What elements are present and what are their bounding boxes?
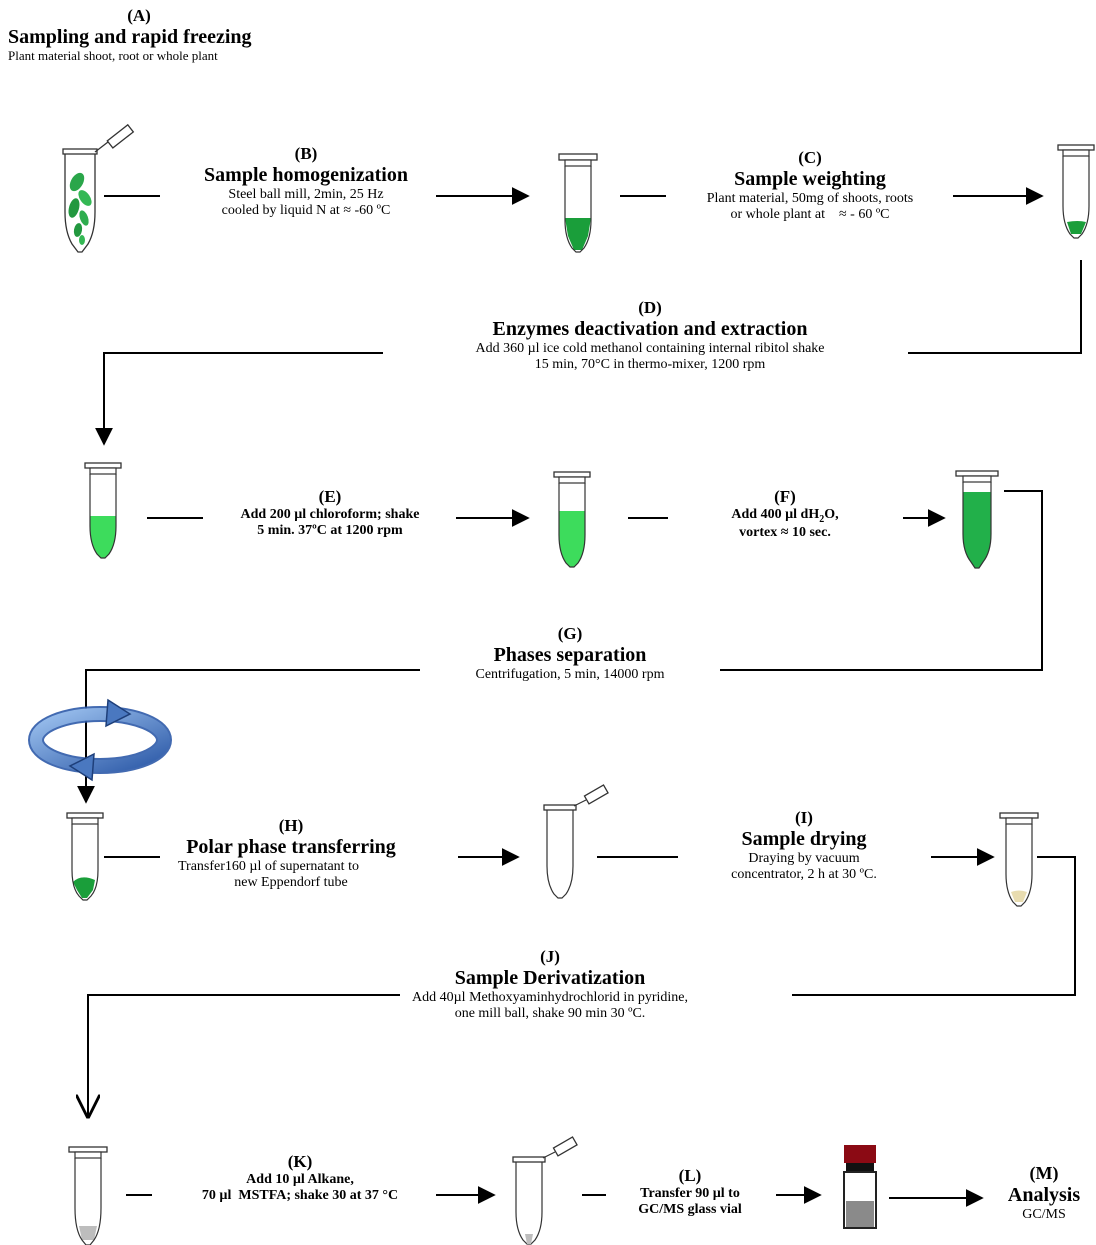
step-b: (B) Sample homogenization Steel ball mil…	[160, 144, 452, 219]
step-k-desc-1: Add 10 µl Alkane,	[246, 1171, 354, 1187]
flow-arrow	[95, 352, 383, 446]
step-d: (D) Enzymes deactivation and extraction …	[400, 298, 900, 373]
step-d-desc-2: 15 min, 70°C in thermo-mixer, 1200 rpm	[534, 356, 766, 372]
step-k-letter: (K)	[287, 1152, 313, 1171]
step-h-letter: (H)	[278, 816, 304, 835]
step-d-title: Enzymes deactivation and extraction	[492, 317, 808, 340]
gcms-vial-icon	[843, 1145, 877, 1229]
step-e-letter: (E)	[318, 487, 342, 506]
step-j-title: Sample Derivatization	[454, 966, 646, 989]
step-f-desc-1: Add 400 µl dH2O,	[731, 506, 839, 525]
step-b-title: Sample homogenization	[204, 163, 408, 186]
step-m-letter: (M)	[1029, 1163, 1059, 1183]
step-i-desc-2: concentrator, 2 h at 30 ºC.	[731, 866, 877, 882]
step-l-desc-1: Transfer 90 µl to	[640, 1185, 740, 1201]
step-d-letter: (D)	[638, 298, 662, 317]
step-i-letter: (I)	[795, 808, 813, 827]
tube-homogenized-icon	[558, 153, 598, 253]
step-i-title: Sample drying	[741, 827, 867, 850]
step-k: (K) Add 10 µl Alkane, 70 µl MSTFA; shake…	[160, 1152, 440, 1204]
step-j-desc-2: one mill ball, shake 90 min 30 ºC.	[454, 1005, 646, 1021]
step-a-letter: (A)	[127, 6, 151, 25]
connector-line	[908, 260, 1082, 354]
step-h-title: Polar phase transferring	[186, 835, 396, 858]
step-h-desc-1: Transfer160 µl of supernatant to	[178, 858, 359, 874]
step-c-title: Sample weighting	[734, 167, 886, 190]
tube-transfer-icon	[512, 1136, 578, 1245]
tube-dried-icon	[999, 812, 1039, 907]
step-k-desc-2: 70 µl MSTFA; shake 30 at 37 °C	[201, 1187, 399, 1203]
step-i-desc-1: Draying by vacuum	[748, 850, 860, 866]
tube-extract-icon	[84, 462, 122, 559]
step-a-title: Sampling and rapid freezing	[8, 25, 252, 48]
step-g-title: Phases separation	[493, 643, 647, 666]
step-e: (E) Add 200 µl chloroform; shake 5 min. …	[210, 487, 450, 539]
step-j-desc-1: Add 40µl Methoxyaminhydrochlorid in pyri…	[412, 989, 688, 1005]
step-c: (C) Sample weighting Plant material, 50m…	[672, 148, 948, 223]
step-m-title: Analysis	[1007, 1183, 1081, 1206]
step-c-desc-2: or whole plant at ≈ - 60 ºC	[730, 206, 890, 222]
step-g-letter: (G)	[557, 624, 583, 643]
step-i: (I) Sample drying Draying by vacuum conc…	[694, 808, 914, 883]
step-e-desc-2: 5 min. 37ºC at 1200 rpm	[257, 522, 403, 538]
step-a: (A) Sampling and rapid freezing Plant ma…	[8, 6, 288, 63]
tube-chloroform-icon	[553, 471, 591, 568]
step-j-letter: (J)	[540, 947, 560, 966]
step-m: (M) Analysis GC/MS	[994, 1163, 1094, 1223]
step-g-desc: Centrifugation, 5 min, 14000 rpm	[475, 666, 665, 682]
tube-weighed-icon	[1057, 144, 1095, 239]
connector-line	[720, 490, 1043, 671]
tube-water-added-icon	[955, 470, 999, 569]
step-c-desc-1: Plant material, 50mg of shoots, roots	[706, 190, 914, 206]
tube-derivatized-icon	[68, 1146, 108, 1245]
step-b-desc-2: cooled by liquid N at ≈ -60 ºC	[221, 202, 391, 218]
step-f-letter: (F)	[774, 487, 796, 506]
step-l-desc-2: GC/MS glass vial	[638, 1201, 742, 1217]
step-f-desc-2: vortex ≈ 10 sec.	[739, 524, 831, 540]
step-j: (J) Sample Derivatization Add 40µl Metho…	[380, 947, 720, 1022]
tube-empty-open-icon	[543, 784, 609, 899]
step-d-desc-1: Add 360 µl ice cold methanol containing …	[475, 340, 825, 356]
connector-line	[792, 856, 1076, 996]
tube-with-leaves-icon	[62, 123, 135, 253]
step-e-desc-1: Add 200 µl chloroform; shake	[240, 506, 420, 522]
step-g: (G) Phases separation Centrifugation, 5 …	[420, 624, 720, 683]
step-f: (F) Add 400 µl dH2O, vortex ≈ 10 sec.	[690, 487, 880, 541]
step-l-letter: (L)	[678, 1166, 702, 1185]
step-l: (L) Transfer 90 µl to GC/MS glass vial	[612, 1166, 768, 1218]
step-b-letter: (B)	[294, 144, 318, 163]
tube-phase-separated-icon	[66, 812, 104, 901]
step-h: (H) Polar phase transferring Transfer160…	[166, 816, 416, 891]
centrifuge-rotation-icon	[28, 698, 172, 782]
step-a-desc: Plant material shoot, root or whole plan…	[8, 47, 218, 63]
flow-arrow	[88, 994, 400, 1116]
step-h-desc-2: new Eppendorf tube	[234, 874, 348, 890]
step-m-desc: GC/MS	[1022, 1206, 1066, 1222]
flow-arrow	[77, 669, 420, 804]
step-c-letter: (C)	[798, 148, 822, 167]
step-b-desc-1: Steel ball mill, 2min, 25 Hz	[228, 186, 384, 202]
